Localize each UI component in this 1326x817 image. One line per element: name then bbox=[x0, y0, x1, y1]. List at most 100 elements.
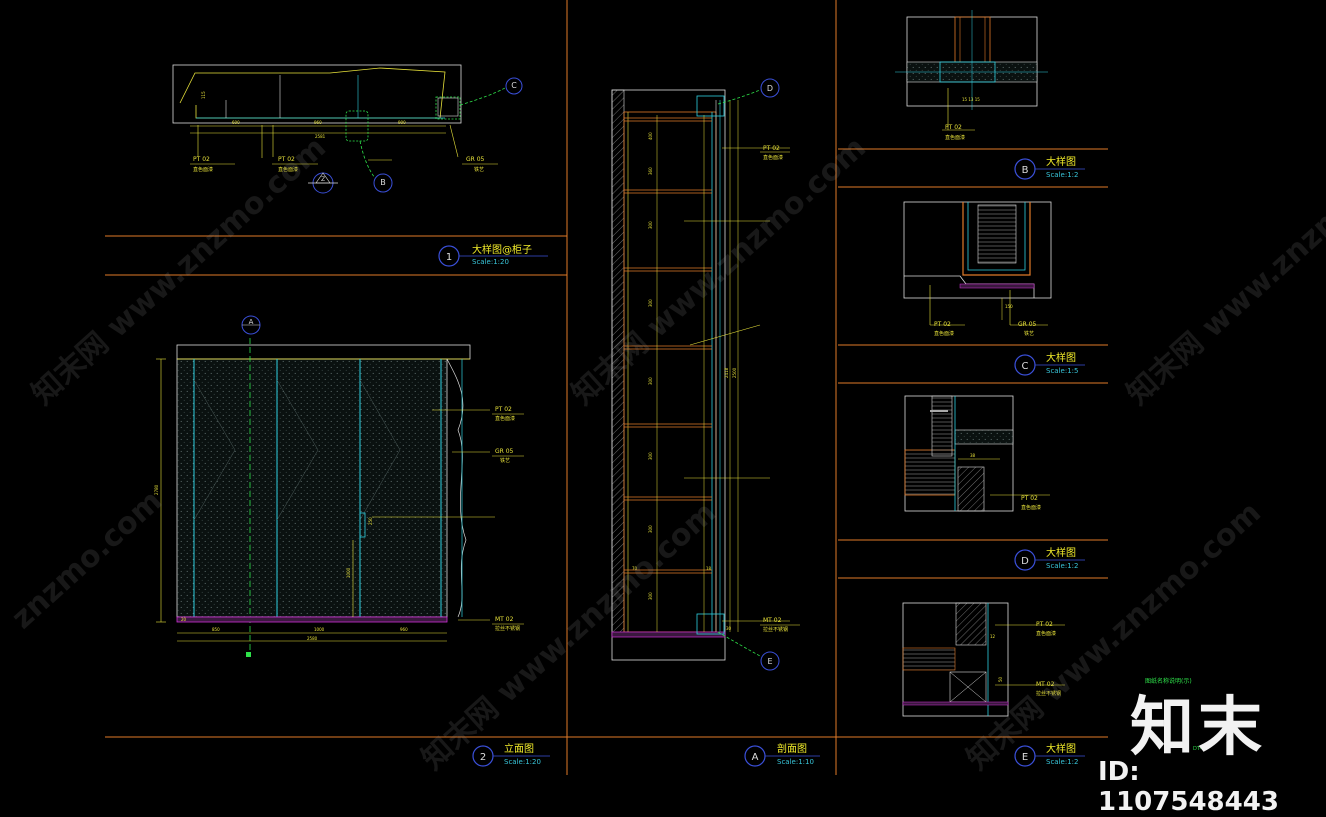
callout-c: C bbox=[511, 81, 517, 90]
sheet-code: DT-10 bbox=[1193, 746, 1208, 752]
tag-gr05: GR 05 bbox=[466, 156, 485, 163]
dim-text: 600 bbox=[232, 120, 240, 125]
brand-logo: 知末 bbox=[1130, 691, 1266, 765]
panel-scale: Scale:1:10 bbox=[777, 758, 814, 766]
title-block-1: 1 大样图@柜子 Scale:1:20 bbox=[438, 243, 548, 267]
tag-pt02: PT 02 bbox=[945, 124, 962, 131]
dim-text: 115 bbox=[201, 91, 206, 99]
callout-e: E bbox=[767, 657, 772, 666]
dim-text: 1000 bbox=[314, 627, 325, 632]
title-block-a: A 剖面图 Scale:1:10 bbox=[744, 742, 820, 767]
callout-a-elev: A bbox=[249, 318, 254, 326]
callout-b: B bbox=[380, 178, 386, 187]
tag-desc: 拉丝不锈钢 bbox=[763, 626, 788, 633]
title-block-2: 2 立面图 Scale:1:20 bbox=[472, 742, 550, 767]
dim-text: 300 bbox=[648, 221, 653, 229]
panel-title: 大样图 bbox=[1046, 546, 1076, 559]
sheet-frame bbox=[105, 0, 1108, 775]
title-block-c: C 大样图 Scale:1:5 bbox=[1014, 351, 1085, 376]
dim-text: 300 bbox=[648, 592, 653, 600]
sheet-title: 图纸名称说明(示) bbox=[1145, 677, 1192, 685]
panel-number: A bbox=[752, 752, 759, 763]
panel-2-elevation-drawing: 850 1000 960 2580 2780 1000 250 20 A PT … bbox=[154, 315, 524, 657]
tag-desc: 直色面漆 bbox=[1021, 504, 1041, 511]
panel-scale: Scale:1:20 bbox=[472, 258, 509, 266]
dim-text: 2581 bbox=[315, 134, 326, 139]
panel-title: 立面图 bbox=[504, 742, 534, 755]
panel-e-detail-drawing: 12 50 PT 02 直色面漆 MT 02 拉丝不锈钢 bbox=[902, 602, 1065, 717]
tag-gr05: GR 05 bbox=[1018, 321, 1037, 328]
tag-pt02: PT 02 bbox=[278, 156, 295, 163]
tag-desc: 直色面漆 bbox=[193, 166, 213, 173]
tag-mt02: MT 02 bbox=[763, 617, 782, 624]
panel-scale: Scale:1:2 bbox=[1046, 171, 1078, 179]
dim-text: 2500 bbox=[732, 367, 737, 378]
tag-desc: 直色面漆 bbox=[1036, 630, 1056, 637]
tag-desc: 拉丝不锈钢 bbox=[495, 625, 520, 632]
dim-text: 900 bbox=[398, 120, 406, 125]
dim-text: 38 bbox=[970, 453, 976, 458]
dim-text: 850 bbox=[212, 627, 220, 632]
panel-scale: Scale:1:2 bbox=[1046, 562, 1078, 570]
tag-pt02: PT 02 bbox=[1036, 621, 1053, 628]
tag-desc: 直色面漆 bbox=[934, 330, 954, 337]
tag-pt02: PT 02 bbox=[934, 321, 951, 328]
dim-text: 70 bbox=[632, 566, 638, 571]
tag-mt02: MT 02 bbox=[495, 616, 514, 623]
panel-scale: Scale:1:5 bbox=[1046, 367, 1078, 375]
panel-number: C bbox=[1022, 361, 1029, 372]
dim-text: 150 bbox=[1005, 304, 1013, 309]
dim-text: 960 bbox=[314, 120, 322, 125]
title-block-b: B 大样图 Scale:1:2 bbox=[1014, 155, 1085, 180]
dim-text: 12 bbox=[990, 634, 996, 639]
panel-title: 大样图 bbox=[1046, 351, 1076, 364]
dim-text: 2418 bbox=[724, 367, 729, 378]
section-marker-z: Z bbox=[321, 176, 325, 183]
tag-desc: 直色面漆 bbox=[763, 154, 783, 161]
dim-text: 250 bbox=[368, 517, 373, 525]
panel-b-detail-drawing: 15 13 15 PT 02 直色面漆 bbox=[895, 10, 1048, 141]
panel-number: D bbox=[1021, 556, 1029, 567]
dim-text: 300 bbox=[648, 525, 653, 533]
tag-pt02: PT 02 bbox=[193, 156, 210, 163]
title-block-d: D 大样图 Scale:1:2 bbox=[1014, 546, 1085, 571]
dim-text: 400 bbox=[648, 132, 653, 140]
svg-text:15 13 15: 15 13 15 bbox=[962, 97, 980, 102]
title-block-e: E 大样图 Scale:1:2 bbox=[1014, 742, 1085, 767]
dim-text: 2580 bbox=[307, 636, 318, 641]
dim-text: 20 bbox=[181, 617, 187, 622]
dim-text: 1000 bbox=[346, 567, 351, 578]
tag-desc: 铁艺 bbox=[474, 166, 484, 173]
dim-text: 300 bbox=[648, 377, 653, 385]
image-id: ID: 1107548443 bbox=[1098, 757, 1279, 817]
panel-title: 剖面图 bbox=[777, 742, 807, 755]
dim-text: 30 bbox=[726, 626, 732, 631]
callout-d: D bbox=[767, 84, 773, 93]
dim-text: 360 bbox=[648, 167, 653, 175]
tag-desc: 直色面漆 bbox=[278, 166, 298, 173]
dim-text: 960 bbox=[400, 627, 408, 632]
tag-desc: 拉丝不锈钢 bbox=[1036, 690, 1061, 697]
panel-number: 1 bbox=[446, 252, 452, 263]
panel-d-detail-drawing: 38 PT 02 直色面漆 bbox=[904, 395, 1050, 512]
panel-scale: Scale:1:20 bbox=[504, 758, 541, 766]
tag-pt02: PT 02 bbox=[495, 406, 512, 413]
tag-gr05: GR 05 bbox=[495, 448, 514, 455]
tag-desc: 直色面漆 bbox=[945, 134, 965, 141]
dim-text: 50 bbox=[998, 676, 1003, 682]
panel-1-plan-drawing: 600 960 900 2581 115 PT 02 直色面漆 PT 02 直色… bbox=[172, 64, 523, 194]
panel-number: 2 bbox=[480, 752, 486, 763]
panel-title: 大样图@柜子 bbox=[472, 243, 532, 256]
tag-pt02: PT 02 bbox=[1021, 495, 1038, 502]
panel-c-detail-drawing: 150 PT 02 直色面漆 GR 05 铁艺 bbox=[903, 201, 1052, 337]
panel-number: B bbox=[1022, 165, 1029, 176]
tag-desc: 铁艺 bbox=[500, 457, 510, 464]
dim-text: 18 bbox=[706, 566, 712, 571]
tag-mt02: MT 02 bbox=[1036, 681, 1055, 688]
tag-desc: 铁艺 bbox=[1024, 330, 1034, 337]
panel-title: 大样图 bbox=[1046, 155, 1076, 168]
tag-pt02: PT 02 bbox=[763, 145, 780, 152]
dim-text: 300 bbox=[648, 452, 653, 460]
